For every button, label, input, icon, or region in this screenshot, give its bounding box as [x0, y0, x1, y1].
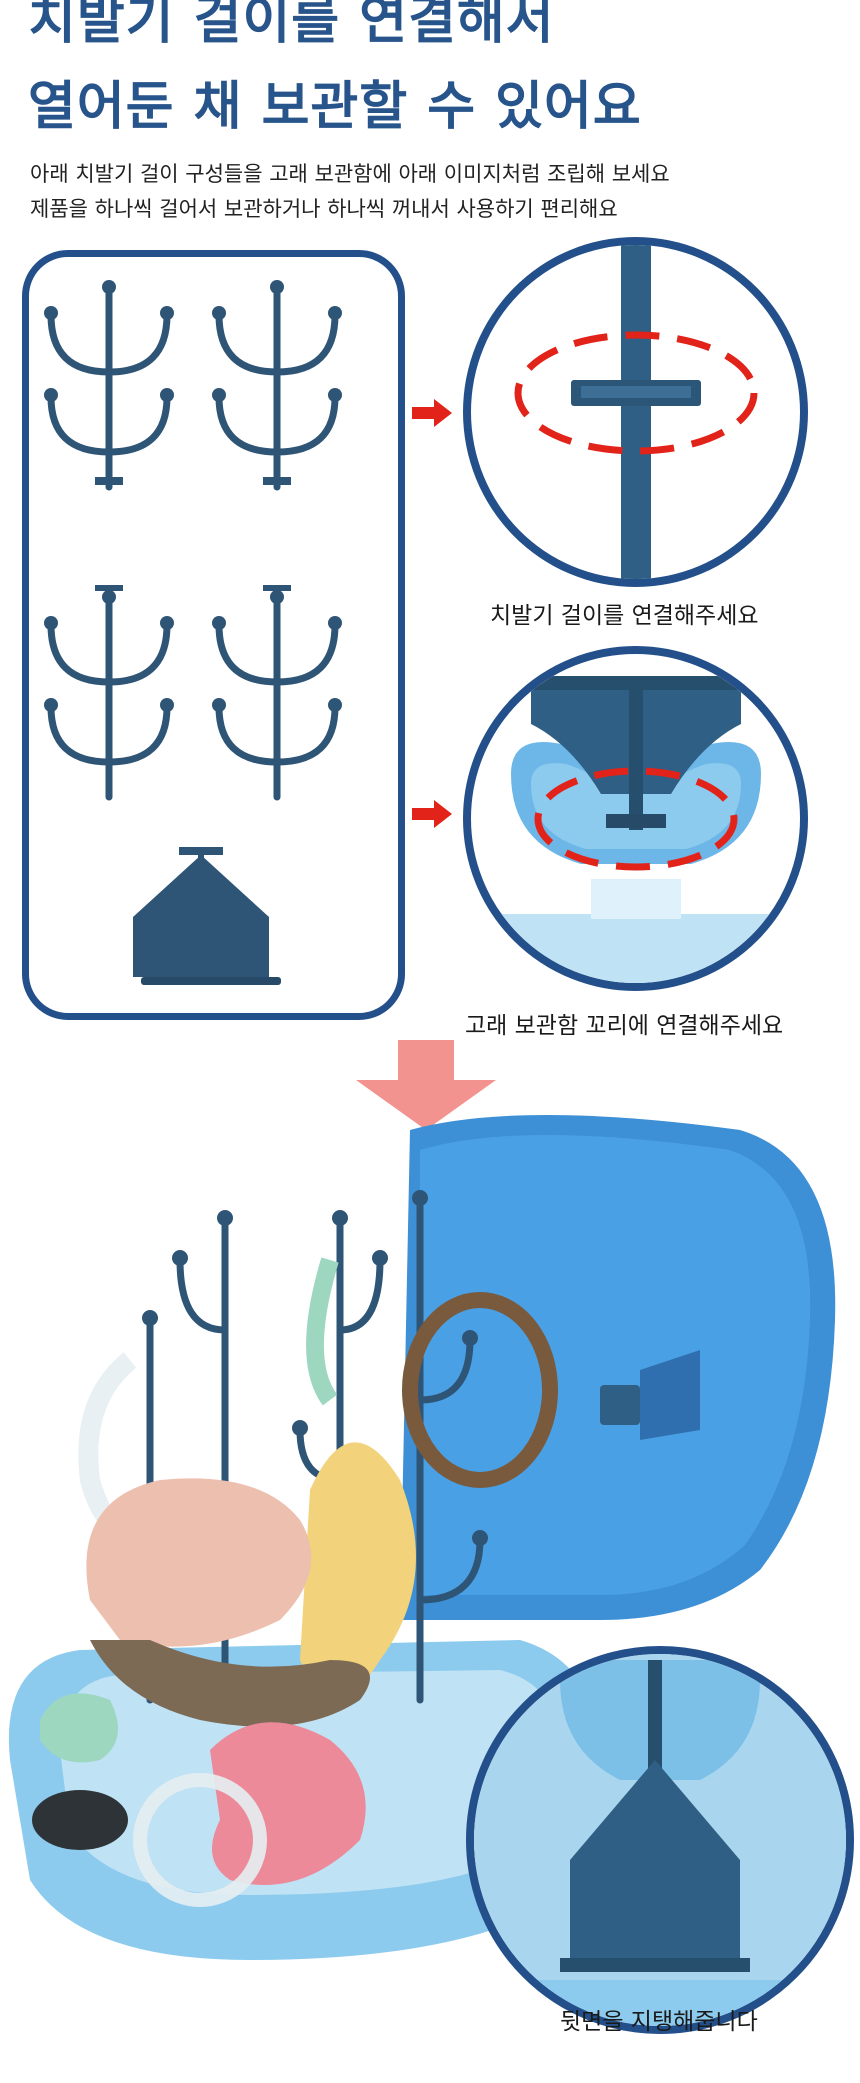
- page-title-line-2: 열어둔 채 보관할 수 있어요: [28, 77, 642, 137]
- arrow-down-icon: [356, 1040, 496, 1134]
- detail-connect-rack: [463, 237, 808, 587]
- description-line-2: 제품을 하나씩 걸어서 보관하거나 하나씩 꺼내서 사용하기 편리해요: [30, 197, 618, 221]
- rack-part-icon: [212, 280, 342, 487]
- page-title-line-1: 치발기 걸이를 연결해서: [28, 0, 555, 51]
- rack-part-icon: [212, 585, 342, 797]
- description-line-1: 아래 치발기 걸이 구성들을 고래 보관함에 아래 이미지처럼 조립해 보세요: [30, 162, 670, 186]
- rack-parts-illustration: [29, 257, 398, 985]
- rack-base-icon: [133, 847, 281, 985]
- rack-part-icon: [44, 585, 174, 797]
- arrow-right-icon: [412, 800, 452, 828]
- detail-connect-tail: [463, 646, 808, 991]
- step-2-caption: 고래 보관함 꼬리에 연결해주세요: [465, 1013, 784, 1039]
- connect-tail-illustration: [471, 676, 800, 983]
- step-1-caption: 치발기 걸이를 연결해주세요: [490, 603, 759, 629]
- rack-part-icon: [44, 280, 174, 487]
- result-caption: 뒷면을 지탱해줍니다: [560, 2009, 758, 2035]
- connect-rack-illustration: [514, 245, 758, 579]
- assembled-product-illustration: [0, 1100, 860, 2083]
- arrow-right-icon: [412, 399, 452, 427]
- parts-panel: [22, 250, 405, 1020]
